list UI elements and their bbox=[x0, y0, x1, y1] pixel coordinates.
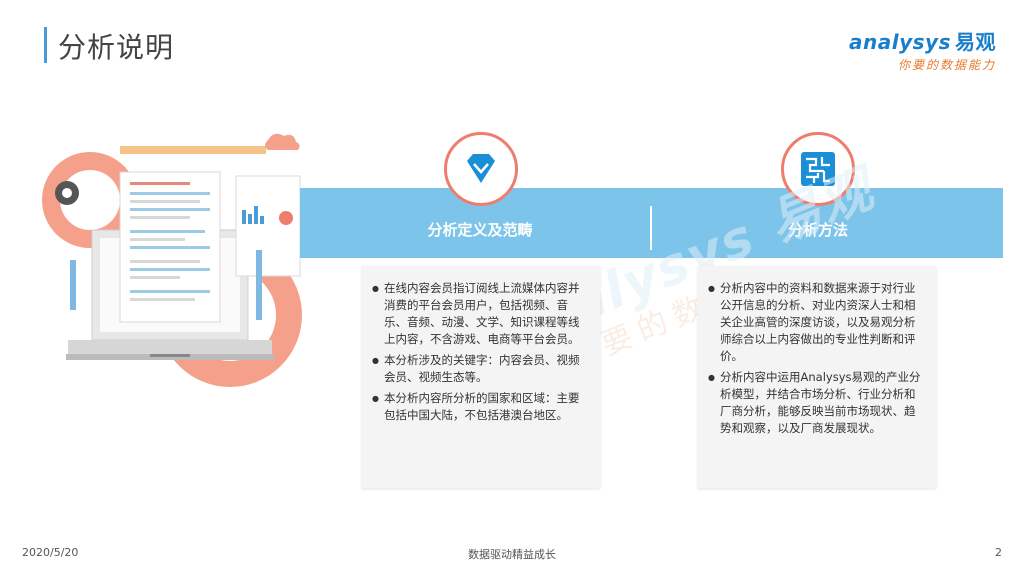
definition-bullet: 本分析涉及的关键字：内容会员、视频会员、视频生态等。 bbox=[372, 352, 590, 386]
doc-line bbox=[130, 216, 190, 219]
method-card: 分析内容中的资料和数据来源于对行业公开信息的分析、对业内资深人士和相关企业高管的… bbox=[698, 266, 936, 488]
doc-line bbox=[130, 276, 180, 279]
definition-bullet: 在线内容会员指订阅线上流媒体内容并消费的平台会员用户，包括视频、音乐、音频、动漫… bbox=[372, 280, 590, 348]
definition-card: 在线内容会员指订阅线上流媒体内容并消费的平台会员用户，包括视频、音乐、音频、动漫… bbox=[362, 266, 600, 488]
pie-icon bbox=[279, 211, 293, 225]
method-badge bbox=[781, 132, 855, 206]
doc-line bbox=[130, 230, 205, 233]
doc-line bbox=[130, 192, 210, 195]
mini-bar bbox=[254, 206, 258, 224]
method-bullet: 分析内容中运用Analysys易观的产业分析模型，并结合市场分析、行业分析和厂商… bbox=[708, 369, 926, 437]
doc-line bbox=[130, 246, 210, 249]
logo-brand-cn: 易观 bbox=[955, 30, 996, 54]
doc-line bbox=[130, 182, 190, 185]
definition-bullet-list: 在线内容会员指订阅线上流媒体内容并消费的平台会员用户，包括视频、音乐、音频、动漫… bbox=[362, 266, 600, 424]
definition-badge bbox=[444, 132, 518, 206]
laptop-trackpad bbox=[150, 354, 190, 357]
doc-line bbox=[130, 208, 210, 211]
wrench-icon bbox=[70, 260, 76, 310]
footer-slogan: 数据驱动精益成长 bbox=[468, 548, 556, 561]
doc-line bbox=[130, 260, 200, 263]
title-accent-bar bbox=[44, 27, 47, 63]
logo-brand-en: nalysys bbox=[863, 30, 951, 54]
mini-bar bbox=[260, 216, 264, 224]
cloud-icon bbox=[265, 133, 300, 150]
footer-date: 2020/5/20 bbox=[22, 546, 79, 559]
mini-bar bbox=[248, 214, 252, 224]
doc-line bbox=[130, 268, 210, 271]
definition-bullet: 本分析内容所分析的国家和区域：主要包括中国大陆，不包括港澳台地区。 bbox=[372, 390, 590, 424]
doc-line bbox=[130, 200, 200, 203]
method-bullet: 分析内容中的资料和数据来源于对行业公开信息的分析、对业内资深人士和相关企业高管的… bbox=[708, 280, 926, 365]
doc-line bbox=[130, 298, 195, 301]
logo-a-glyph: a bbox=[849, 30, 864, 54]
doc-line bbox=[130, 290, 210, 293]
page-title: 分析说明 bbox=[58, 31, 175, 64]
ruler-shape bbox=[120, 146, 266, 154]
gear-dark-icon bbox=[55, 181, 79, 205]
band-divider bbox=[650, 206, 652, 250]
maze-icon bbox=[801, 152, 835, 186]
section-title-method: 分析方法 bbox=[787, 221, 848, 239]
laptop-illustration bbox=[42, 133, 302, 387]
doc-line bbox=[130, 238, 185, 241]
section-title-definition: 分析定义及范畴 bbox=[427, 221, 533, 239]
logo-tagline: 你要的数据能力 bbox=[897, 58, 996, 72]
page-number: 2 bbox=[995, 546, 1002, 559]
diamond-icon bbox=[467, 154, 495, 183]
laptop-keyboard bbox=[68, 340, 272, 354]
chart-card bbox=[235, 175, 301, 277]
mini-bar bbox=[242, 210, 246, 224]
pencil-icon bbox=[256, 250, 262, 320]
method-bullet-list: 分析内容中的资料和数据来源于对行业公开信息的分析、对业内资深人士和相关企业高管的… bbox=[698, 266, 936, 437]
